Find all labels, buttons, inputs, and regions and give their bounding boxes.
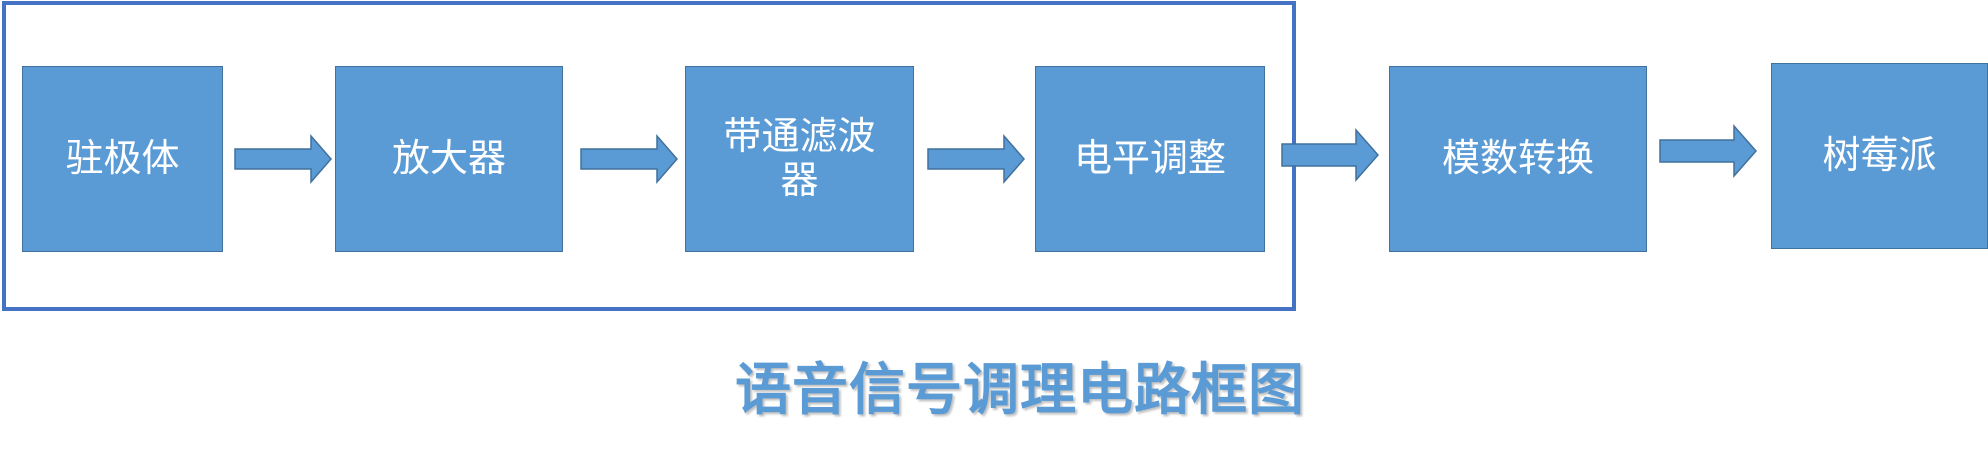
block-label: 模数转换	[1441, 136, 1594, 181]
diagram-caption: 语音信号调理电路框图	[735, 356, 1305, 423]
block-label: 电平调整	[1073, 136, 1226, 181]
arrow-2-icon	[580, 134, 678, 184]
block-level-adjust: 电平调整	[1035, 66, 1265, 252]
block-electret-mic: 驻极体	[22, 66, 223, 252]
arrow-5-icon	[1659, 124, 1757, 178]
block-label: 树莓派	[1822, 133, 1937, 178]
block-raspberry-pi: 树莓派	[1771, 63, 1988, 249]
block-label: 带通滤波器	[723, 114, 876, 202]
block-label: 放大器	[391, 136, 506, 181]
block-bandpass-filter: 带通滤波器	[685, 66, 914, 252]
block-label: 驻极体	[65, 136, 180, 181]
arrow-3-icon	[927, 134, 1025, 184]
block-adc: 模数转换	[1389, 66, 1647, 252]
arrow-1-icon	[234, 134, 332, 184]
block-amplifier: 放大器	[335, 66, 563, 252]
arrow-4-icon	[1281, 128, 1379, 182]
